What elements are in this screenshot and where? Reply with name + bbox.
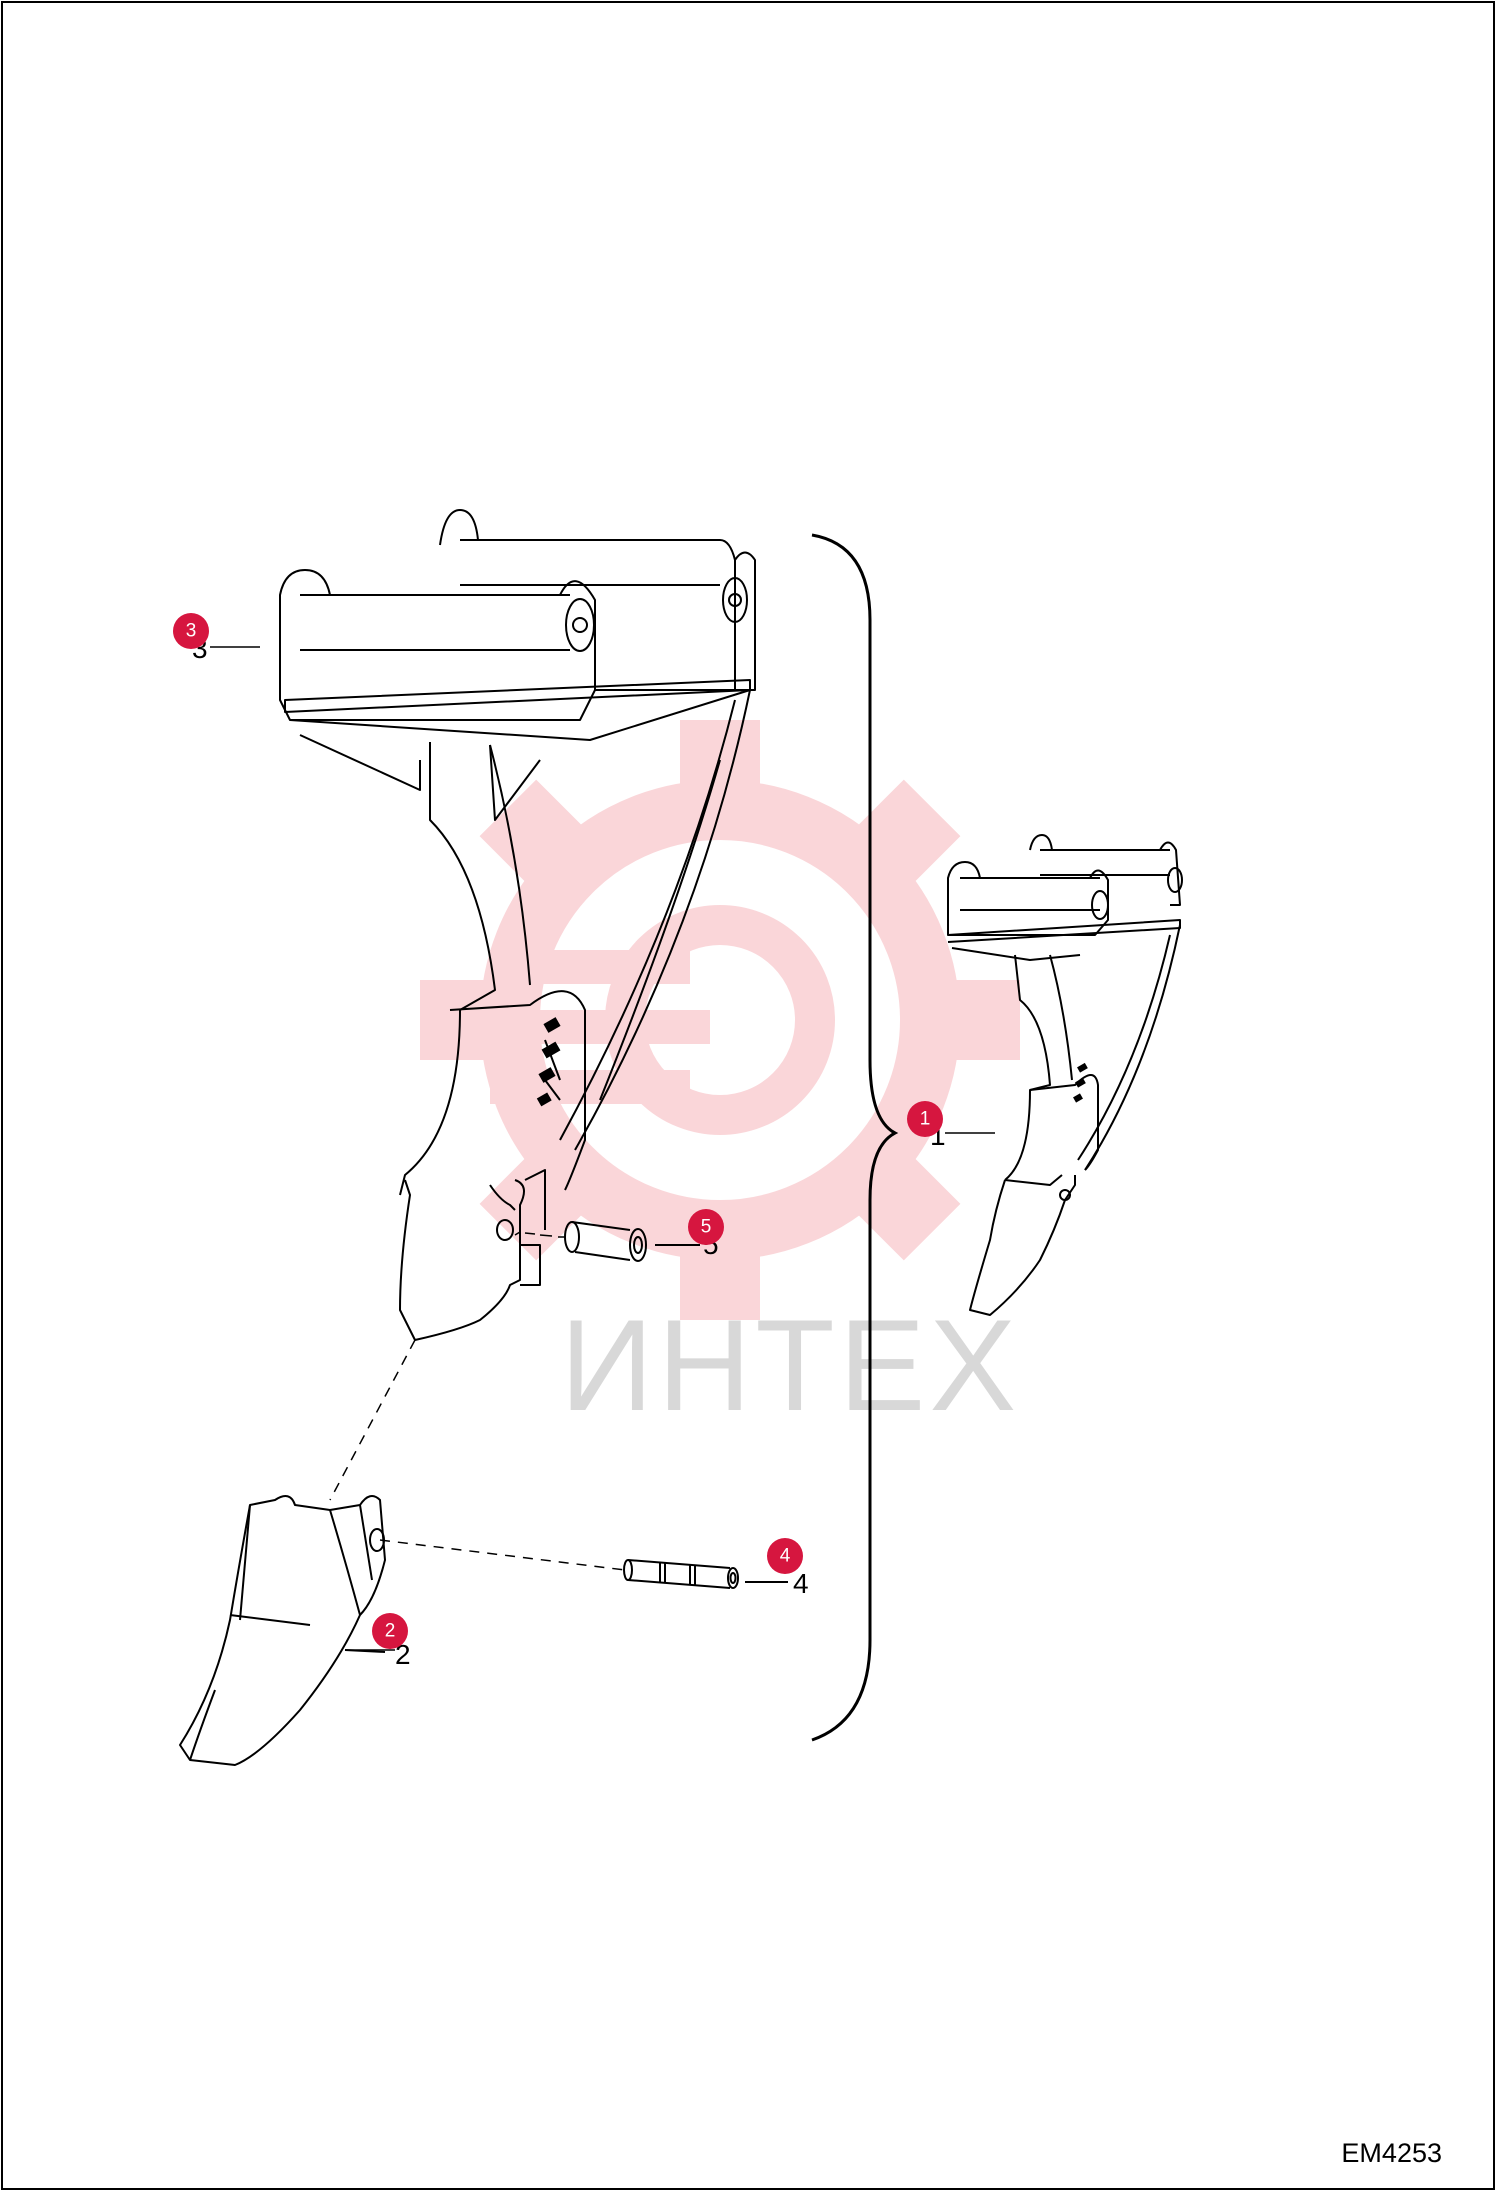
callout-badge-5[interactable]: 5 bbox=[688, 1209, 724, 1245]
retaining-pin-item-5 bbox=[514, 1221, 700, 1262]
callout-badge-4[interactable]: 4 bbox=[767, 1538, 803, 1574]
svg-text:5: 5 bbox=[701, 1217, 712, 1238]
svg-text:1: 1 bbox=[920, 1109, 931, 1130]
complete-ripper-wear-pads bbox=[1073, 1062, 1088, 1103]
drawing-reference-code: EM4253 bbox=[1341, 2138, 1442, 2168]
wear-pads bbox=[536, 1017, 561, 1107]
watermark-text: ИНТЕХ bbox=[560, 1292, 1020, 1438]
part-number-2: 2 bbox=[395, 1639, 411, 1670]
tooth-item-2 bbox=[179, 1495, 386, 1766]
shank-body-item-3 bbox=[279, 509, 756, 1341]
callout-badge-3[interactable]: 3 bbox=[173, 613, 209, 649]
complete-ripper-item-1 bbox=[947, 834, 1183, 1316]
pin-item-4 bbox=[623, 1559, 788, 1589]
callout-badge-2[interactable]: 2 bbox=[372, 1613, 408, 1649]
svg-text:3: 3 bbox=[186, 621, 197, 642]
leader-lines bbox=[210, 646, 995, 1651]
svg-text:4: 4 bbox=[780, 1546, 791, 1567]
part-number-4: 4 bbox=[793, 1568, 809, 1599]
assembly-brace bbox=[811, 533, 899, 1742]
svg-text:2: 2 bbox=[385, 1621, 396, 1642]
callout-badge-1[interactable]: 1 bbox=[907, 1101, 943, 1137]
explode-lines bbox=[329, 1339, 626, 1571]
